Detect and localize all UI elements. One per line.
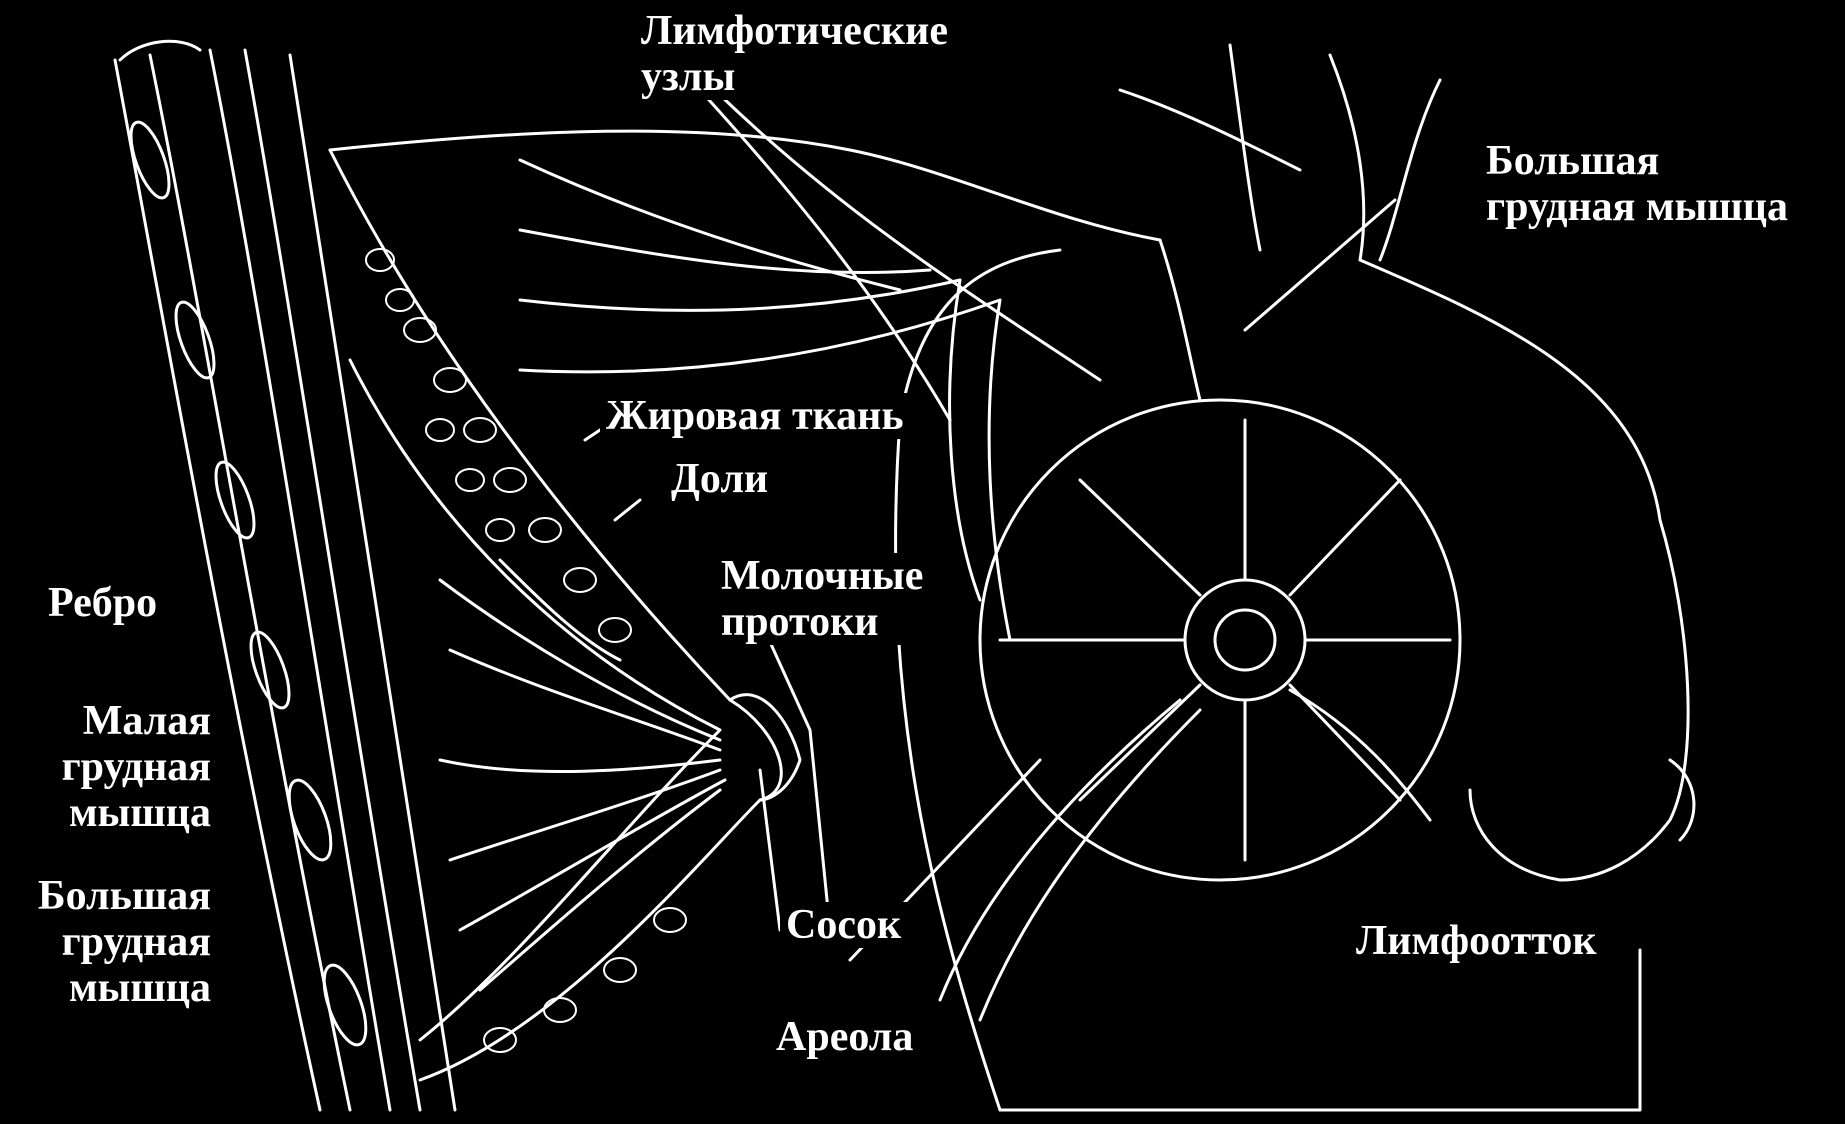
label-rib: Ребро xyxy=(42,580,163,626)
label-pectoralis-minor: Малая грудная мышца xyxy=(25,698,217,836)
label-areola: Ареола xyxy=(770,1014,919,1060)
label-lymph-drainage: Лимфоотток xyxy=(1350,918,1603,964)
label-milk-ducts: Молочные протоки xyxy=(715,553,929,645)
label-pectoralis-major-top: Большая грудная мышца xyxy=(1480,138,1794,230)
label-nipple: Сосок xyxy=(780,902,907,948)
label-adipose-tissue: Жировая ткань xyxy=(600,393,910,439)
label-lymph-nodes: Лимфотические узлы xyxy=(635,8,954,100)
label-pectoralis-major-left: Большая грудная мышца xyxy=(0,873,217,1011)
label-lobes: Доли xyxy=(665,456,774,502)
